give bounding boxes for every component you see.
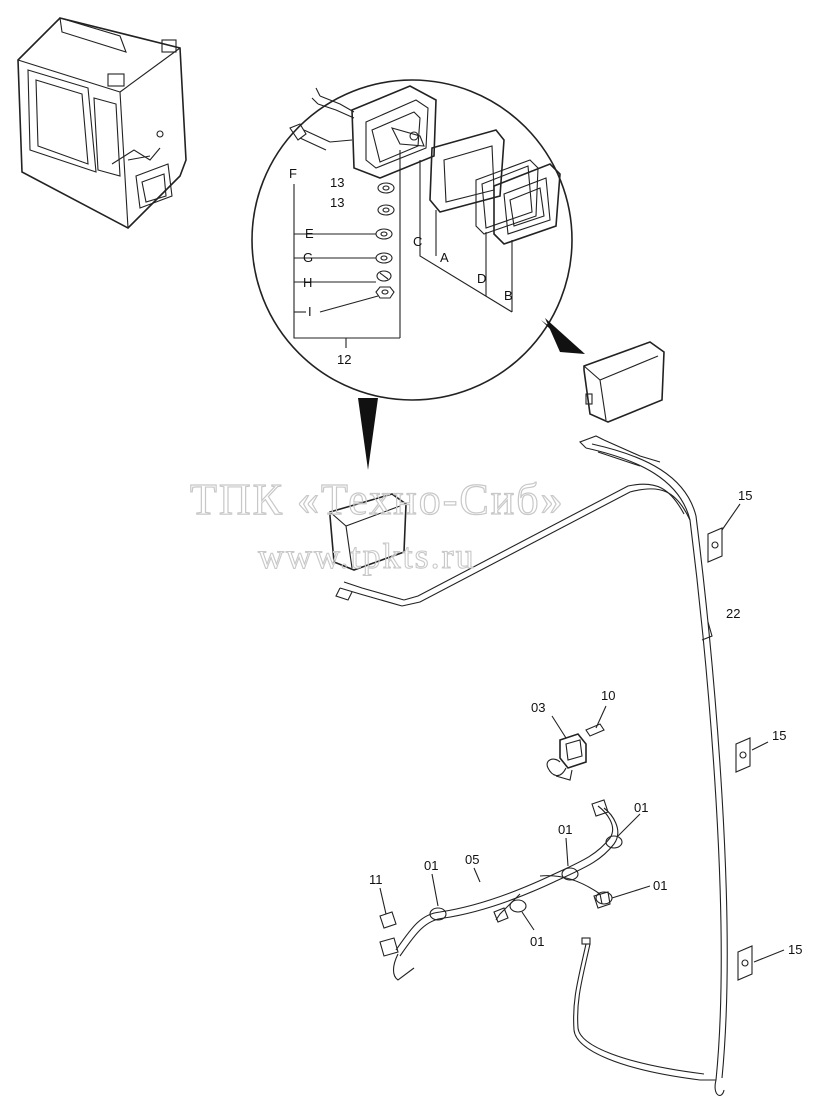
work-lamp-housing <box>311 85 437 179</box>
callout-D: D <box>477 271 486 286</box>
nut-I <box>375 286 395 299</box>
harness-05 <box>379 799 623 981</box>
callout-13b: 13 <box>330 195 344 210</box>
lamp-bezel-B <box>493 163 561 245</box>
work-lamp-left <box>329 493 407 571</box>
washer-13a <box>377 182 395 194</box>
callout-B: B <box>504 288 513 303</box>
callout-01-a: 01 <box>424 858 438 873</box>
callout-15-bottom: 15 <box>788 942 802 957</box>
callout-I: I <box>308 304 312 319</box>
outer-leader-lines <box>379 503 785 963</box>
washer-13b <box>377 204 395 216</box>
callout-01-b: 01 <box>558 822 572 837</box>
callout-05: 05 <box>465 852 479 867</box>
clamp-15-middle <box>735 737 751 773</box>
washer-E <box>375 228 393 240</box>
switch-03 <box>546 733 587 781</box>
callout-H: H <box>303 275 312 290</box>
callout-01-e: 01 <box>530 934 544 949</box>
callout-A: A <box>440 250 449 265</box>
detail-leader-lines <box>293 150 513 348</box>
callout-11: 11 <box>369 872 383 887</box>
clamp-15-bottom <box>737 945 753 981</box>
callout-15-top: 15 <box>738 488 752 503</box>
callout-C: C <box>413 234 422 249</box>
callout-G: G <box>303 250 313 265</box>
lamp-gasket-D <box>475 159 539 235</box>
callout-03: 03 <box>531 700 545 715</box>
plate-10 <box>585 723 605 737</box>
watermark-company: ТПК «Техно-Сиб» <box>190 475 565 524</box>
lamp-rim-C <box>429 129 505 213</box>
watermark-url: www.tpkts.ru <box>258 536 476 576</box>
cab-illustration <box>17 17 187 229</box>
callout-10: 10 <box>601 688 615 703</box>
bolt-F <box>289 123 353 151</box>
callout-E: E <box>305 226 314 241</box>
detail-circle <box>251 79 585 470</box>
harness-22 <box>335 435 728 1096</box>
callout-15-middle: 15 <box>772 728 786 743</box>
washer-G <box>375 252 393 264</box>
callout-01-d: 01 <box>653 878 667 893</box>
lockwasher-H <box>376 270 392 282</box>
clamp-15-top <box>707 527 723 563</box>
callout-22: 22 <box>726 606 740 621</box>
callout-13a: 13 <box>330 175 344 190</box>
callout-01-c: 01 <box>634 800 648 815</box>
callout-12: 12 <box>337 352 351 367</box>
work-lamp-right <box>583 341 665 423</box>
callout-F: F <box>289 166 297 181</box>
